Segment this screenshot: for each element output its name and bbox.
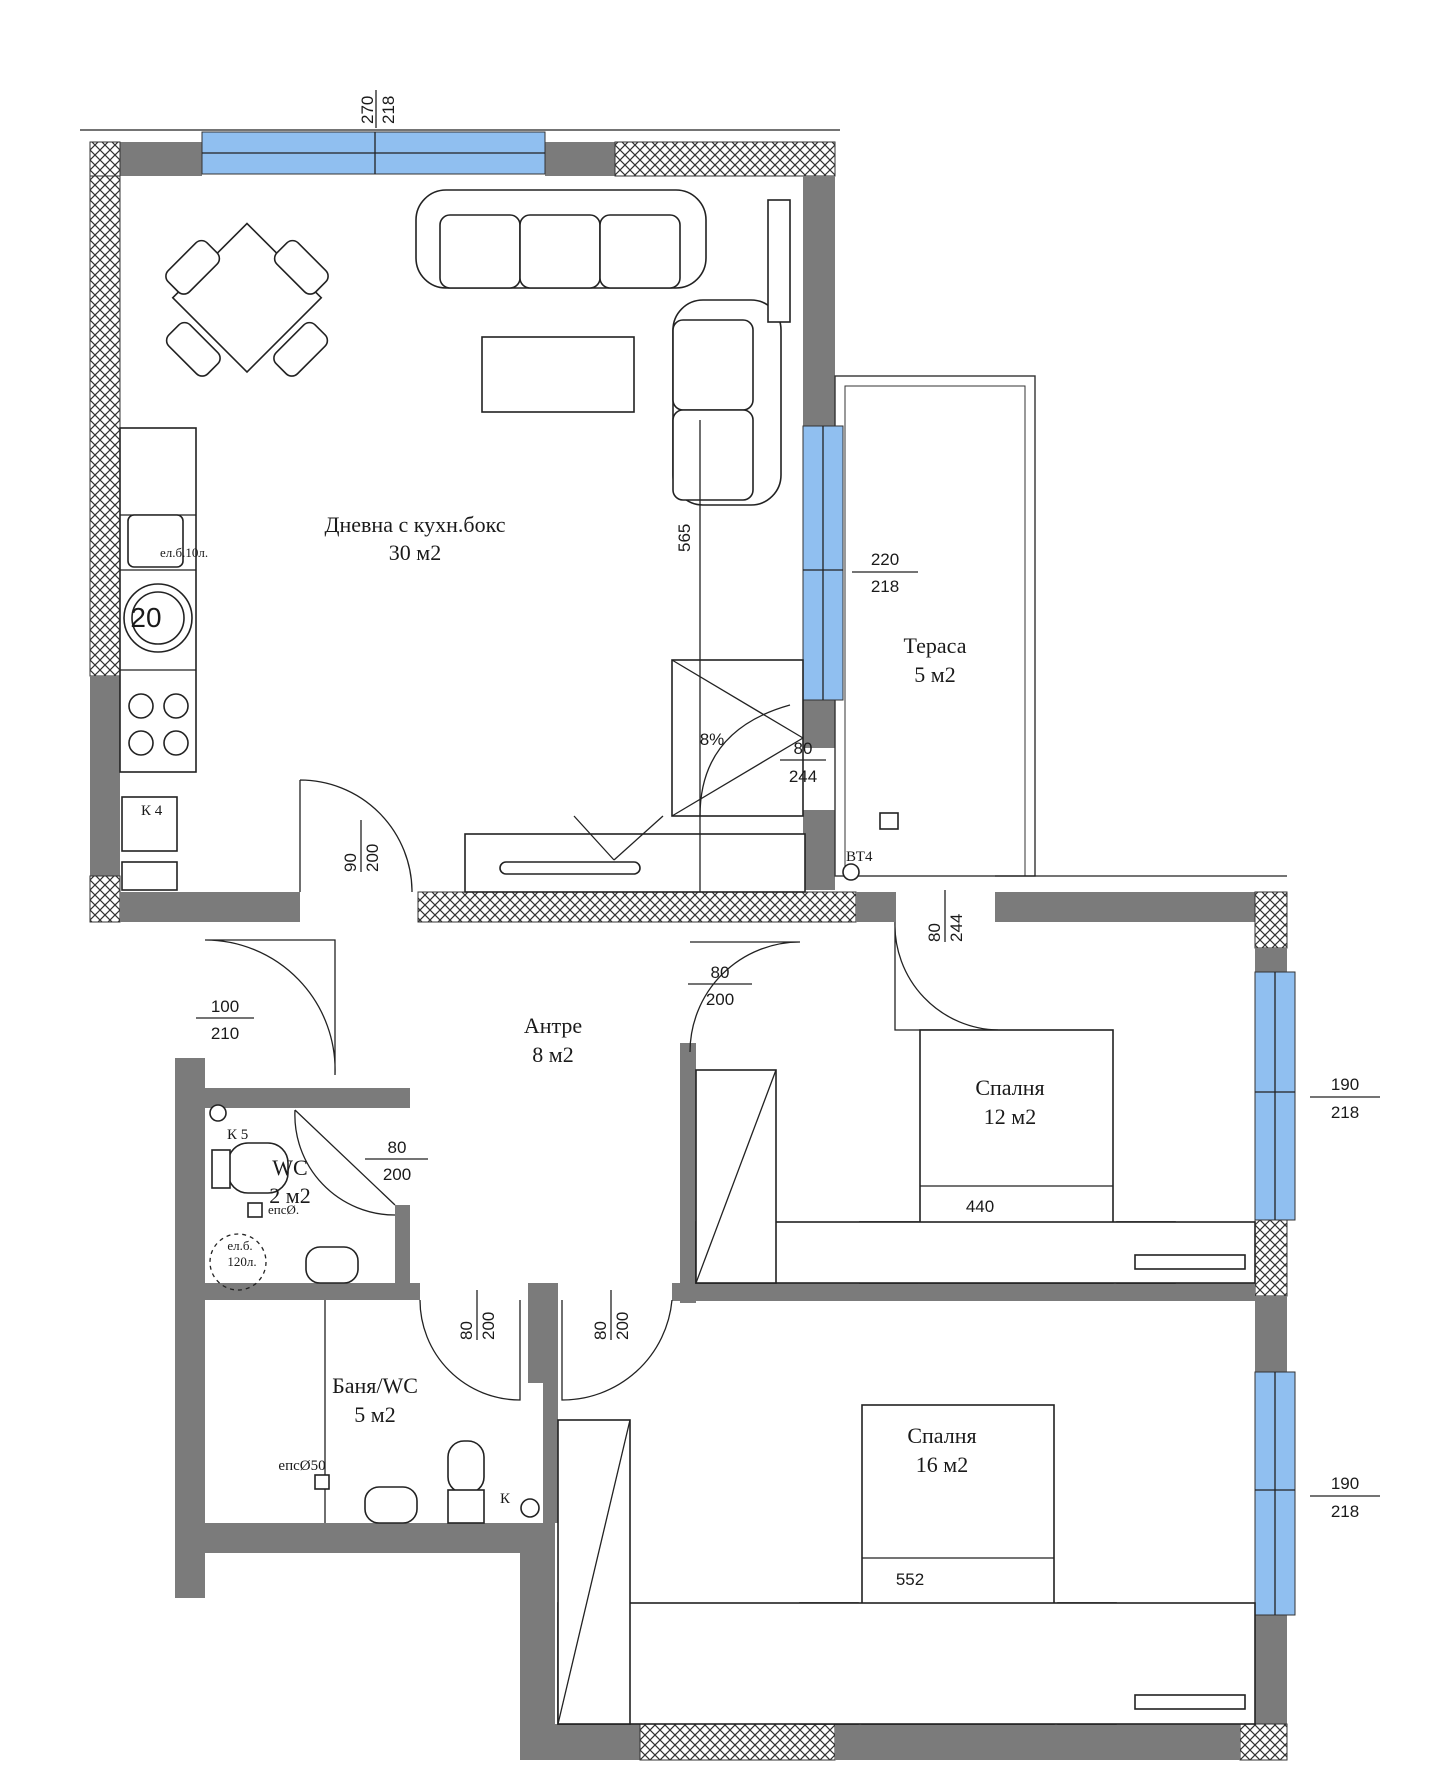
dim-bed2-window-w: 190 (1331, 1474, 1359, 1493)
room-hall-name: Антре (524, 1013, 582, 1038)
dim-bath-door-w: 80 (457, 1321, 476, 1340)
room-bedroom2-area: 16 м2 (916, 1452, 968, 1477)
dim-living-window-h: 218 (871, 577, 899, 596)
bedroom1-furniture (695, 1029, 1256, 1284)
bath-fixtures (209, 1104, 540, 1524)
room-terrace-name: Тераса (904, 633, 967, 658)
dim-living-door-w: 90 (341, 853, 360, 872)
room-living-area: 30 м2 (389, 540, 441, 565)
room-bedroom1-area: 12 м2 (984, 1104, 1036, 1129)
boiler-large-label-1: ел.б. (227, 1238, 252, 1253)
dim-hall-door-w: 80 (711, 963, 730, 982)
slope-label: 8% (700, 730, 725, 749)
dim-entrance-door-h: 210 (211, 1024, 239, 1043)
dim-entrance-door-w: 100 (211, 997, 239, 1016)
dim-bed1-width: 440 (966, 1197, 994, 1216)
bedroom2-furniture (557, 1404, 1256, 1725)
windows (201, 131, 1296, 1616)
dim-wc-door-w: 80 (388, 1138, 407, 1157)
eps-wc-label: епсØ. (268, 1202, 299, 1217)
dim-top-window-w: 270 (358, 96, 377, 124)
dim-bed2-door-w: 80 (591, 1321, 610, 1340)
dim-bed1-terrace-door-h: 244 (947, 914, 966, 942)
k-bath-label: К (500, 1491, 511, 1507)
living-furniture (119, 189, 899, 893)
room-terrace-area: 5 м2 (914, 662, 955, 687)
room-hall-area: 8 м2 (532, 1042, 573, 1067)
dim-bed2-door-h: 200 (613, 1312, 632, 1340)
boiler-small-label: ел.б.10л. (160, 545, 208, 560)
dim-bed1-window-h: 218 (1331, 1103, 1359, 1122)
fridge-label: 20 (130, 602, 161, 633)
room-bedroom1-name: Спалня (975, 1075, 1044, 1100)
annotations: ел.б.10л. 20 К 4 К 5 ВТ4 епсØ. ел.б. 120… (130, 545, 873, 1507)
dim-living-window-w: 220 (871, 550, 899, 569)
k4-label: К 4 (141, 803, 163, 819)
doors (204, 779, 999, 1401)
room-bedroom2-name: Спалня (907, 1423, 976, 1448)
dim-top-window-h: 218 (379, 96, 398, 124)
dimension-labels: 270 218 220 218 565 80 244 8% 90 200 80 … (196, 90, 1380, 1589)
dim-bed1-window-w: 190 (1331, 1075, 1359, 1094)
vt4-label: ВТ4 (846, 849, 873, 865)
dim-bed2-window-h: 218 (1331, 1502, 1359, 1521)
dim-bed2-width: 552 (896, 1570, 924, 1589)
room-wc-area: 2 м2 (269, 1183, 310, 1208)
room-bath-name: Баня/WC (332, 1373, 418, 1398)
dim-bed1-terrace-door-w: 80 (925, 923, 944, 942)
dim-wc-door-h: 200 (383, 1165, 411, 1184)
dim-terrace-door-h: 244 (789, 767, 817, 786)
walls (80, 129, 1288, 1761)
boiler-large-label-2: 120л. (227, 1254, 256, 1269)
dim-living-door-h: 200 (363, 844, 382, 872)
dim-bath-door-h: 200 (479, 1312, 498, 1340)
dim-hall-door-h: 200 (706, 990, 734, 1009)
dim-terrace-door-w: 80 (794, 739, 813, 758)
room-living-name: Дневна с кухн.бокс (325, 512, 506, 537)
eps-bath-label: епсØ50 (278, 1458, 325, 1474)
room-labels: Дневна с кухн.бокс 30 м2 Тераса 5 м2 Ант… (269, 512, 1044, 1477)
k5-label: К 5 (227, 1127, 248, 1143)
room-wc-name: WC (272, 1155, 307, 1180)
room-bath-area: 5 м2 (354, 1402, 395, 1427)
dim-living-height: 565 (675, 524, 694, 552)
